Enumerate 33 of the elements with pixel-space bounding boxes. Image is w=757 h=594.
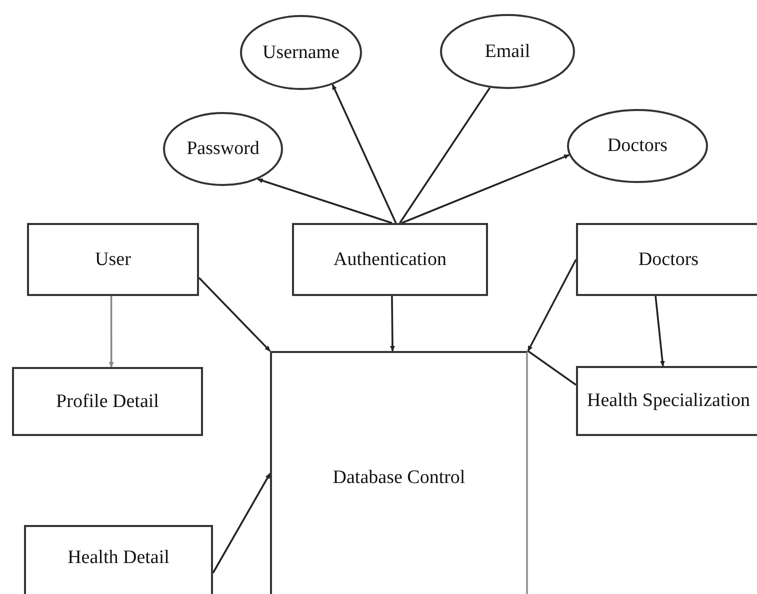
attribute-ellipse: [163, 112, 283, 186]
arrow: [390, 296, 395, 352]
arrow: [108, 296, 114, 368]
entity-box: [12, 367, 203, 436]
node-label: User: [95, 248, 131, 272]
node-label: Doctors: [638, 248, 699, 272]
node-label: Database Control: [332, 466, 466, 490]
entity-box: [27, 223, 199, 296]
entity-box: [576, 366, 757, 436]
connector-line: [399, 87, 491, 224]
entity-box: [576, 223, 757, 296]
attribute-ellipse: [240, 15, 362, 90]
arrow: [401, 154, 570, 224]
arrow: [332, 84, 397, 224]
arrow: [212, 473, 271, 574]
node-label: Profile Detail: [56, 390, 159, 414]
arrow: [198, 277, 271, 352]
node-label: Authentication: [334, 248, 446, 272]
entity-box: [24, 525, 213, 594]
arrow: [654, 296, 665, 366]
connector-line: [527, 350, 577, 386]
arrow: [527, 259, 577, 352]
node-label: Email: [484, 40, 530, 64]
attribute-ellipse: [567, 109, 708, 183]
node-label: Password: [186, 137, 260, 162]
node-label: Health Detail: [68, 546, 170, 570]
node-label: Username: [262, 40, 340, 65]
node-label: Health Specialization: [586, 389, 750, 414]
database-box: [270, 351, 528, 594]
attribute-ellipse: [440, 14, 575, 89]
arrow: [257, 178, 392, 224]
node-label: Doctors: [607, 134, 668, 158]
entity-box: [292, 223, 488, 296]
